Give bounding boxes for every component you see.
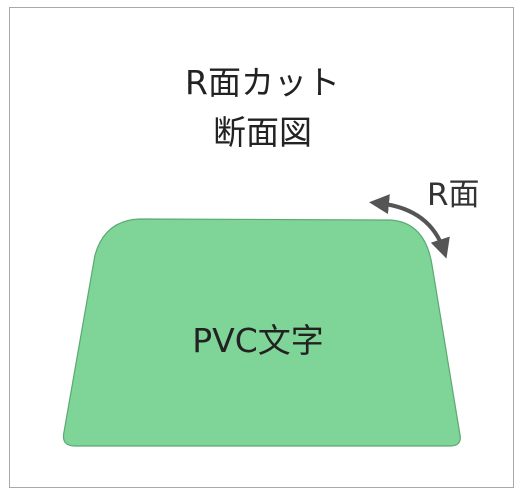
r-face-label: R面 [427, 177, 480, 213]
curved-double-arrow-icon [369, 194, 450, 259]
shape-label: PVC文字 [192, 321, 324, 360]
diagram-title: R面カット 断面図 [10, 58, 515, 158]
title-line-1: R面カット [185, 63, 340, 102]
title-line-2: 断面図 [213, 113, 312, 152]
